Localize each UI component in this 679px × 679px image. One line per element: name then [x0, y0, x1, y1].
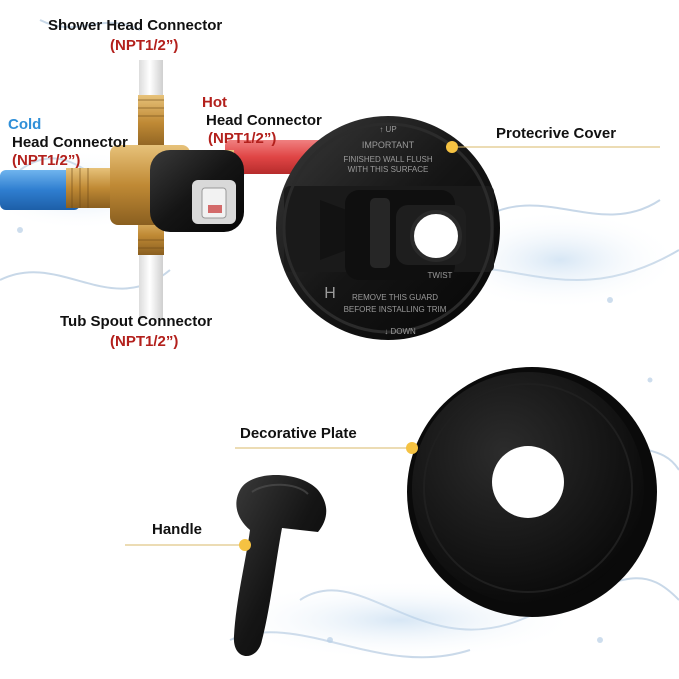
decorative-plate-label: Decorative Plate [240, 425, 357, 442]
cover-h-text: H [324, 285, 336, 302]
shower-head-connector-label: Shower Head Connector [48, 17, 223, 34]
hot-head-connector-spec: (NPT1/2”) [208, 130, 277, 147]
cover-important-text: IMPORTANT [362, 140, 415, 150]
handle-label: Handle [152, 521, 203, 538]
decorative-plate [407, 367, 657, 617]
valve-body [66, 95, 244, 255]
cold-head-connector-spec: (NPT1/2”) [12, 152, 81, 169]
callout-dot-handle [239, 539, 251, 551]
cold-label: Cold [8, 116, 42, 133]
cold-pipe [0, 170, 80, 210]
hot-head-connector-label: Head Connector [206, 112, 322, 129]
tub-spout-connector-spec: (NPT1/2”) [110, 333, 179, 350]
protective-cover: ↑ UP IMPORTANT FINISHED WALL FLUSH WITH … [276, 116, 500, 340]
cover-twist-text: TWIST [428, 271, 453, 280]
cover-flush-text-2: WITH THIS SURFACE [348, 165, 429, 174]
cold-head-connector-label: Head Connector [12, 134, 128, 151]
cover-down-text: ↓ DOWN [384, 327, 416, 336]
protective-cover-label: Protecrive Cover [496, 125, 617, 142]
shower-head-connector-spec: (NPT1/2”) [110, 37, 179, 54]
callout-dot-cover [446, 141, 458, 153]
callout-dot-plate [406, 442, 418, 454]
cover-flush-text-1: FINISHED WALL FLUSH [343, 155, 432, 164]
cover-remove-text-2: BEFORE INSTALLING TRIM [344, 305, 447, 314]
hot-label: Hot [202, 94, 227, 111]
tub-spout-connector-label: Tub Spout Connector [60, 313, 213, 330]
cover-remove-text-1: REMOVE THIS GUARD [352, 293, 438, 302]
cover-up-text: ↑ UP [379, 125, 396, 134]
handle [233, 475, 327, 657]
